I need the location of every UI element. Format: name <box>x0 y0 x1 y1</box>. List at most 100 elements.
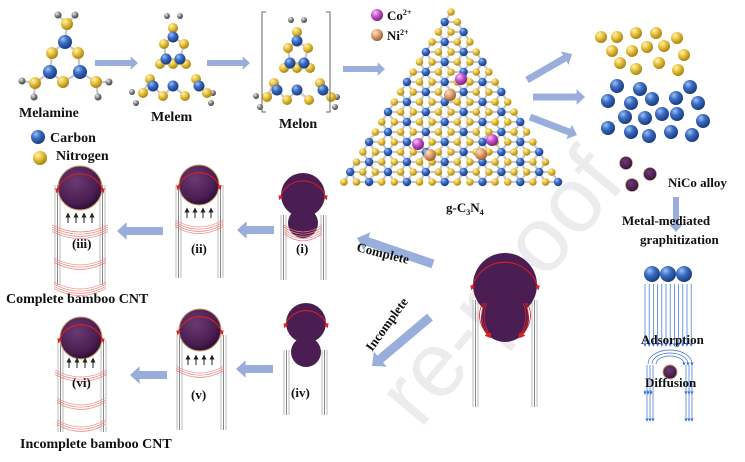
nitrogen-atom <box>485 128 493 136</box>
nitrogen-atom <box>672 64 684 76</box>
bamboo-compartment <box>51 231 109 239</box>
carbon-atom <box>624 96 638 110</box>
stage-label-iii: (iii) <box>72 236 92 251</box>
nico-particle <box>178 164 220 206</box>
nitrogen-atom <box>138 88 148 98</box>
nitrogen-atom <box>447 168 455 176</box>
label-melem: Melem <box>151 110 193 125</box>
nitrogen-atom <box>491 78 499 86</box>
molecule-structures <box>18 11 340 110</box>
carbon-atom <box>383 107 393 117</box>
nitrogen-atom <box>390 158 399 166</box>
growth-arrow <box>57 324 104 344</box>
label-nico-alloy: NiCo alloy <box>668 175 727 190</box>
cobalt-ion <box>412 138 424 150</box>
nitrogen-atom <box>390 98 399 106</box>
carbon-atom <box>459 147 468 157</box>
arrow-complete <box>357 232 435 269</box>
bamboo-compartment <box>283 233 323 242</box>
nitrogen-atom <box>415 158 424 166</box>
carbon-atom <box>402 137 412 147</box>
carbon-atom <box>160 53 172 65</box>
carbon-atom <box>478 97 487 107</box>
nico-alloy-particle <box>643 167 657 181</box>
nitrogen-atom <box>159 39 169 49</box>
growth-arrow <box>55 173 104 194</box>
nitrogen-atom <box>472 48 481 56</box>
growth-arrow <box>278 180 327 201</box>
carbon-atom <box>364 137 374 147</box>
nitrogen-atom <box>503 158 512 166</box>
hydrogen-atom <box>105 78 113 86</box>
nico-particle <box>59 316 103 360</box>
hydrogen-atom <box>30 93 38 101</box>
tube-ii <box>174 164 224 278</box>
process-arrows-top <box>95 51 683 232</box>
nitrogen-atom <box>428 38 436 46</box>
bamboo-compartment <box>53 286 107 294</box>
nitrogen-atom <box>485 108 493 116</box>
nitrogen-atom <box>541 158 550 166</box>
carbon-atom <box>440 77 449 87</box>
carbon-atom <box>601 94 615 108</box>
bamboo-compartment <box>56 399 106 408</box>
carbon-atom <box>516 157 525 167</box>
nitrogen-atom <box>447 68 455 76</box>
nitrogen-atom <box>371 168 380 176</box>
arrow-to-graphitization <box>669 197 683 232</box>
nitrogen-atom <box>434 108 443 116</box>
bamboo-compartment <box>54 374 108 382</box>
carbon-atom <box>642 129 656 143</box>
nitrogen-atom <box>371 128 380 136</box>
carbon-atom <box>193 80 205 92</box>
nitrogen-atom <box>447 8 455 16</box>
tube-iii <box>51 165 109 296</box>
nitrogen-atom <box>650 27 662 39</box>
diffusion-arc <box>651 352 690 366</box>
label-gc3n4: g-C3N4 <box>446 200 484 217</box>
nitrogen-atom <box>503 178 512 186</box>
label-complete-bamboo-cnt: Complete bamboo CNT <box>6 292 149 307</box>
nitrogen-atom <box>283 43 293 53</box>
carbon-atom <box>553 177 563 187</box>
carbon-atom <box>670 107 684 121</box>
carbon-atom <box>660 266 676 282</box>
nitrogen-atom <box>377 158 386 166</box>
nitrogen-atom <box>396 168 405 176</box>
nitrogen-atom <box>396 108 405 116</box>
nitrogen-atom <box>453 38 462 46</box>
carbon-atom <box>167 31 179 43</box>
carbon-atom <box>638 111 652 125</box>
carbon-legend-icon <box>31 130 45 144</box>
carbon-atom <box>478 77 487 87</box>
nitrogen-atom <box>72 47 84 59</box>
growth-arrow <box>176 172 221 191</box>
nitrogen-atom <box>614 57 626 69</box>
carbon-atom <box>696 114 710 128</box>
nitrogen-atom <box>548 168 556 176</box>
label-melon: Melon <box>279 117 317 132</box>
nitrogen-atom <box>503 138 512 146</box>
nitrogen-atom <box>377 138 386 146</box>
arrow-to-carbon <box>533 89 585 105</box>
melon-brackets <box>261 11 331 113</box>
nitrogen-atom <box>678 49 690 61</box>
nitrogen-atom <box>434 28 443 36</box>
stage-label-iv: (iv) <box>291 385 310 400</box>
carbon-atom <box>402 157 412 167</box>
hydrogen-atom <box>301 17 307 23</box>
nitrogen-atom <box>447 128 455 136</box>
nitrogen-atom <box>510 168 518 176</box>
nitrogen-atom <box>595 31 607 43</box>
carbon-atom <box>478 57 487 67</box>
nitrogen-atom <box>90 76 102 88</box>
carbon-atom <box>516 137 525 147</box>
carbon-atom <box>440 117 449 127</box>
arrow-iv-to-v <box>236 360 273 378</box>
growth-arrow <box>520 302 531 338</box>
arrow-to-alloy <box>528 113 577 140</box>
nitrogen-atom <box>409 108 418 116</box>
carbon-atom <box>691 96 705 110</box>
hydrogen-atom <box>332 104 338 110</box>
nitrogen-atom <box>466 78 474 86</box>
